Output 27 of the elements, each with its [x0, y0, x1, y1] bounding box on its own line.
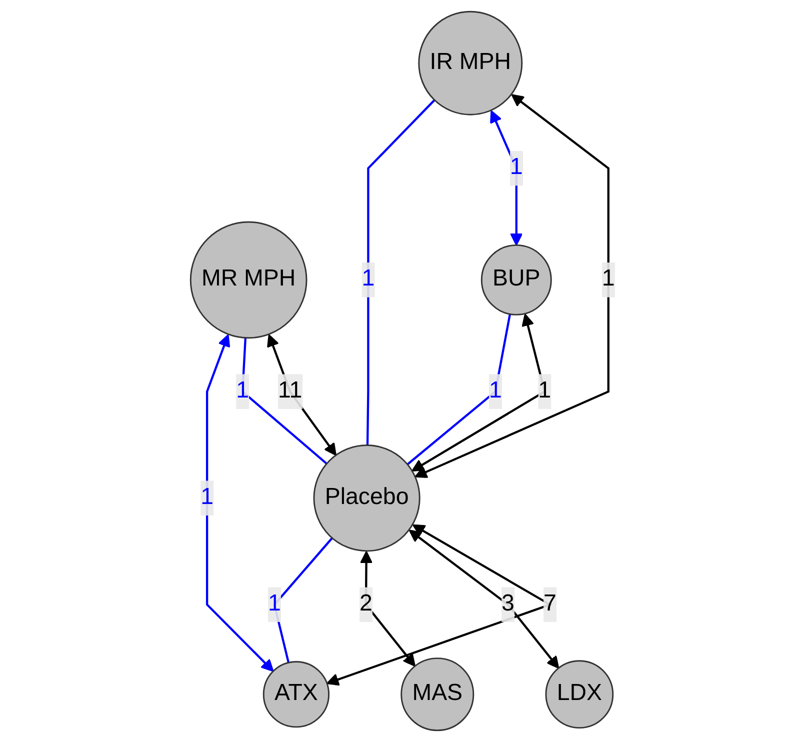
connector: [242, 338, 328, 465]
arrow: [414, 94, 610, 478]
edge-label: 1: [510, 155, 524, 180]
arrow: [490, 110, 524, 246]
node-circle: ATX: [263, 661, 330, 728]
node-circle: BUP: [481, 244, 552, 316]
edge-label: 1: [200, 485, 214, 510]
connector: [407, 314, 512, 466]
node-circle: MR MPH: [190, 221, 308, 339]
node-circle: Placebo: [314, 444, 421, 552]
edge-label: 1: [538, 378, 552, 404]
edge-label: 1: [236, 378, 250, 404]
arrow: [409, 530, 560, 669]
edge-label: 1: [602, 266, 616, 292]
node-circle: MAS: [400, 658, 474, 732]
connector: [366, 99, 436, 446]
node-circle: IR MPH: [418, 10, 523, 116]
edge-label: 3: [502, 592, 515, 616]
edge-label: 2: [360, 592, 373, 616]
arrow: [206, 334, 274, 672]
edge-label: 1: [489, 378, 502, 404]
arrow: [267, 334, 337, 456]
edge-label: 1: [268, 592, 282, 616]
node-circle: LDX: [546, 660, 614, 729]
edge-label: 11: [278, 378, 302, 404]
edge-label: 7: [544, 592, 557, 616]
edge-label: 1: [362, 266, 375, 292]
